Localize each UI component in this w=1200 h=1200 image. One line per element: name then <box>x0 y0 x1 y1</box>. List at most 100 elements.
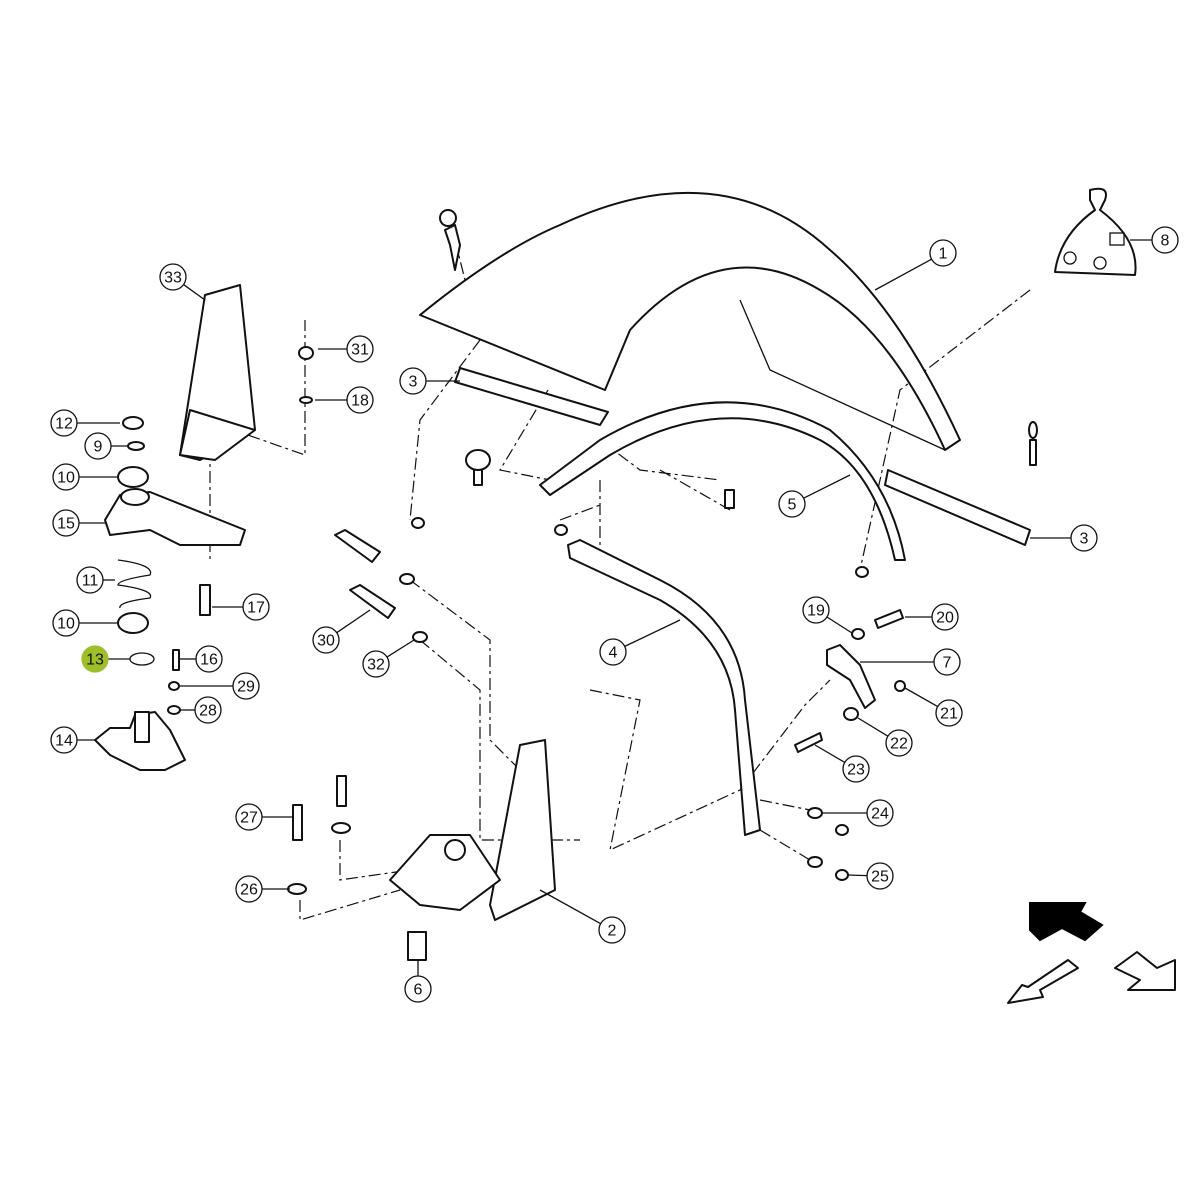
leader-line <box>386 639 415 658</box>
callout-10[interactable]: 10 <box>52 463 118 491</box>
o-ring-part <box>129 652 155 666</box>
callout-29[interactable]: 29 <box>180 672 260 700</box>
callout-19[interactable]: 19 <box>802 596 853 634</box>
callout-27[interactable]: 27 <box>235 803 293 831</box>
callout-bubble[interactable] <box>399 367 427 395</box>
callout-18[interactable]: 18 <box>315 386 374 414</box>
callout-number: 13 <box>86 652 104 669</box>
callout-bubble[interactable] <box>778 490 806 518</box>
spring-part <box>117 559 152 609</box>
callout-31[interactable]: 31 <box>318 335 374 363</box>
callout-bubble[interactable] <box>929 239 957 267</box>
callout-bubble[interactable] <box>52 609 80 637</box>
leader-line <box>874 258 932 291</box>
callout-bubble[interactable] <box>866 799 894 827</box>
callout-bubble[interactable] <box>885 729 913 757</box>
callout-25[interactable]: 25 <box>847 862 894 890</box>
callout-22[interactable]: 22 <box>857 717 913 757</box>
callout-32[interactable]: 32 <box>362 639 415 678</box>
strip-part-left <box>454 367 609 426</box>
callout-16[interactable]: 16 <box>180 645 223 673</box>
callout-bubble[interactable] <box>866 862 894 890</box>
callout-14[interactable]: 14 <box>50 726 95 754</box>
callout-number: 14 <box>55 733 73 750</box>
callout-bubble[interactable] <box>50 409 78 437</box>
callout-number: 4 <box>609 645 618 662</box>
callout-bubble[interactable] <box>933 648 961 676</box>
callout-bubble[interactable] <box>346 386 374 414</box>
callout-12[interactable]: 12 <box>50 409 120 437</box>
callout-number: 28 <box>199 703 217 720</box>
callout-number: 3 <box>409 374 418 391</box>
callout-bubble[interactable] <box>935 699 963 727</box>
callout-number: 3 <box>1080 531 1089 548</box>
leader-line <box>803 474 851 499</box>
callout-23[interactable]: 23 <box>814 744 870 783</box>
callout-24[interactable]: 24 <box>823 799 894 827</box>
callout-bubble[interactable] <box>235 803 263 831</box>
callout-bubble[interactable] <box>598 916 626 944</box>
callout-number: 2 <box>608 923 617 940</box>
callout-number: 30 <box>317 633 335 650</box>
callout-number: 11 <box>82 573 99 590</box>
callout-bubble[interactable] <box>195 645 223 673</box>
callout-2[interactable]: 2 <box>539 889 626 944</box>
callout-number: 7 <box>943 655 952 672</box>
callout-bubble[interactable] <box>599 638 627 666</box>
callout-17[interactable]: 17 <box>212 593 270 621</box>
callout-6[interactable]: 6 <box>404 960 432 1003</box>
callout-26[interactable]: 26 <box>235 875 290 903</box>
callout-bubble[interactable] <box>84 432 112 460</box>
callout-3[interactable]: 3 <box>399 367 460 395</box>
fender-part <box>419 191 961 451</box>
callout-bubble[interactable] <box>76 566 104 594</box>
callout-bubble[interactable] <box>52 509 80 537</box>
callout-bubble[interactable] <box>931 603 959 631</box>
callout-10[interactable]: 10 <box>52 609 118 637</box>
callout-number: 23 <box>847 762 865 779</box>
callout-bubble[interactable] <box>362 650 390 678</box>
callout-13[interactable]: 13 <box>81 645 130 673</box>
callout-number: 21 <box>940 706 958 723</box>
leader-line <box>904 687 939 708</box>
callout-bubble[interactable] <box>50 726 78 754</box>
callout-30[interactable]: 30 <box>312 609 371 654</box>
callout-bubble[interactable] <box>312 626 340 654</box>
callout-bubble[interactable] <box>1151 226 1179 254</box>
callout-bubble[interactable] <box>232 672 260 700</box>
fasteners <box>167 346 1038 961</box>
callout-bubble[interactable] <box>842 755 870 783</box>
callout-5[interactable]: 5 <box>778 474 851 518</box>
callout-number: 25 <box>871 869 889 886</box>
callout-bubble[interactable] <box>404 975 432 1003</box>
callout-bubble[interactable] <box>235 875 263 903</box>
callout-9[interactable]: 9 <box>84 432 128 460</box>
callout-bubble[interactable] <box>52 463 80 491</box>
callout-bubble[interactable] <box>194 696 222 724</box>
hardware-bag-part <box>1054 187 1137 276</box>
callout-1[interactable]: 1 <box>874 239 957 291</box>
callout-bubble[interactable] <box>802 596 830 624</box>
callout-20[interactable]: 20 <box>905 603 959 631</box>
callout-number: 12 <box>55 416 73 433</box>
callout-bubble[interactable] <box>159 263 187 291</box>
view-arrow-left-down-icon <box>1007 959 1079 1004</box>
callout-3[interactable]: 3 <box>1030 524 1098 552</box>
callout-number: 29 <box>237 679 255 696</box>
callout-15[interactable]: 15 <box>52 509 105 537</box>
callout-33[interactable]: 33 <box>159 263 206 301</box>
callout-bubble[interactable] <box>242 593 270 621</box>
callout-7[interactable]: 7 <box>860 648 961 676</box>
callout-number: 18 <box>351 393 369 410</box>
callout-21[interactable]: 21 <box>904 687 963 727</box>
callout-11[interactable]: 11 <box>76 566 115 594</box>
callout-8[interactable]: 8 <box>1130 226 1179 254</box>
callout-4[interactable]: 4 <box>599 619 681 666</box>
view-arrow-right-down-icon <box>1114 951 1176 991</box>
callout-bubble[interactable] <box>346 335 374 363</box>
callout-28[interactable]: 28 <box>180 696 222 724</box>
callout-bubble[interactable] <box>1070 524 1098 552</box>
callout-bubble[interactable] <box>81 645 109 673</box>
leader-line <box>857 717 889 737</box>
leader-line <box>624 619 681 647</box>
